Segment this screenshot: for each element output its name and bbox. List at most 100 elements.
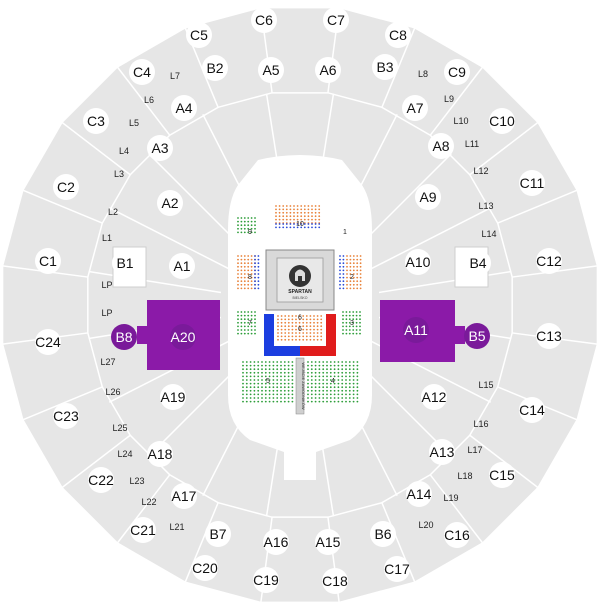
zone-10-seats bbox=[275, 205, 321, 224]
zone-5-seats bbox=[242, 361, 294, 403]
fighter-walkway bbox=[295, 357, 305, 415]
section-divider bbox=[469, 121, 539, 176]
section-c23-badge[interactable] bbox=[53, 403, 79, 429]
section-b2-badge[interactable] bbox=[202, 55, 228, 81]
section-c11-badge[interactable] bbox=[519, 170, 545, 196]
section-divider bbox=[116, 66, 171, 136]
inner-divider bbox=[370, 207, 492, 270]
zone-3-label: 3 bbox=[350, 320, 354, 327]
section-a5-badge[interactable] bbox=[258, 57, 284, 83]
section-c8-badge[interactable] bbox=[385, 22, 411, 48]
zone-6-seats bbox=[277, 315, 323, 341]
section-c2-badge[interactable] bbox=[53, 174, 79, 200]
section-a4-badge[interactable] bbox=[171, 95, 197, 121]
section-a1-badge[interactable] bbox=[169, 253, 195, 279]
section-c12-badge[interactable] bbox=[536, 248, 562, 274]
zone-8-label: 8 bbox=[248, 274, 252, 281]
section-a6-badge[interactable] bbox=[315, 57, 341, 83]
section-divider bbox=[429, 474, 484, 544]
zone-2-label: 2 bbox=[350, 274, 354, 281]
section-c4-badge[interactable] bbox=[129, 59, 155, 85]
section-a11-badge[interactable] bbox=[403, 317, 429, 343]
section-a8-badge[interactable] bbox=[428, 133, 454, 159]
section-c22-badge[interactable] bbox=[88, 467, 114, 493]
section-c18-badge[interactable] bbox=[322, 568, 348, 594]
section-a16-badge[interactable] bbox=[263, 529, 289, 555]
section-c13-badge[interactable] bbox=[536, 323, 562, 349]
ring-divider bbox=[87, 92, 513, 518]
inner-divider bbox=[378, 270, 512, 294]
section-b1-badge[interactable] bbox=[112, 250, 138, 276]
zone-6-label: 6 bbox=[298, 326, 302, 333]
section-a19-badge[interactable] bbox=[160, 384, 186, 410]
zone-9-label: 9 bbox=[248, 229, 252, 236]
inner-divider bbox=[356, 153, 452, 249]
section-c19-badge[interactable] bbox=[253, 567, 279, 593]
section-a2-badge[interactable] bbox=[157, 190, 183, 216]
zone-10-label: 10 bbox=[296, 221, 304, 228]
inner-divider bbox=[88, 270, 222, 294]
zone-3-seats bbox=[342, 311, 361, 335]
zone-4-label: 4 bbox=[331, 378, 335, 385]
section-divider bbox=[184, 502, 219, 583]
zone-2-front-seats bbox=[339, 255, 345, 290]
logo-subtext: BIELSKO bbox=[293, 296, 308, 300]
red-corner-right bbox=[326, 314, 336, 354]
section-b6-badge[interactable] bbox=[370, 521, 396, 547]
zone-6-label: 6 bbox=[298, 314, 302, 322]
section-a17-badge[interactable] bbox=[171, 483, 197, 509]
section-b8-badge[interactable] bbox=[111, 324, 137, 350]
zone-7-label: 7 bbox=[248, 320, 252, 327]
section-divider bbox=[469, 434, 539, 489]
inner-divider bbox=[108, 207, 230, 270]
section-b3-badge[interactable] bbox=[372, 54, 398, 80]
section-c10-badge[interactable] bbox=[489, 108, 515, 134]
section-c20-badge[interactable] bbox=[192, 555, 218, 581]
zone-10-front-seats bbox=[275, 223, 321, 229]
section-c9-badge[interactable] bbox=[444, 59, 470, 85]
section-c16-badge[interactable] bbox=[444, 522, 470, 548]
section-b5-badge[interactable] bbox=[464, 323, 490, 349]
section-a20-badge[interactable] bbox=[170, 324, 196, 350]
section-divider bbox=[497, 189, 578, 224]
section-divider bbox=[61, 121, 131, 176]
section-b4-badge[interactable] bbox=[465, 250, 491, 276]
section-divider bbox=[22, 189, 103, 224]
section-a12-badge[interactable] bbox=[421, 384, 447, 410]
section-a15-badge[interactable] bbox=[315, 529, 341, 555]
section-divider bbox=[61, 434, 131, 489]
section-c24-badge[interactable] bbox=[35, 329, 61, 355]
zone-4-seats bbox=[307, 361, 359, 403]
section-a9-badge[interactable] bbox=[415, 184, 441, 210]
section-c21-badge[interactable] bbox=[130, 517, 156, 543]
section-c15-badge[interactable] bbox=[489, 462, 515, 488]
section-c14-badge[interactable] bbox=[519, 397, 545, 423]
section-a18-badge[interactable] bbox=[147, 441, 173, 467]
arena-floor bbox=[228, 155, 372, 480]
inner-divider bbox=[148, 153, 244, 249]
section-c6-badge[interactable] bbox=[251, 7, 277, 33]
zone-5-label: 5 bbox=[266, 378, 270, 385]
inner-divider bbox=[148, 361, 244, 457]
section-c5-badge[interactable] bbox=[186, 22, 212, 48]
section-a10-badge[interactable] bbox=[405, 249, 431, 275]
section-c3-badge[interactable] bbox=[83, 108, 109, 134]
section-c1-badge[interactable] bbox=[35, 248, 61, 274]
section-divider bbox=[429, 66, 484, 136]
section-a7-badge[interactable] bbox=[402, 95, 428, 121]
section-b7-badge[interactable] bbox=[205, 521, 231, 547]
section-a3-badge[interactable] bbox=[147, 135, 173, 161]
walkway-label: WEJŚCIE ZAWODNIKÓW bbox=[301, 362, 306, 409]
logo-text: SPARTAN bbox=[288, 289, 312, 295]
section-a13-badge[interactable] bbox=[429, 439, 455, 465]
section-a14-badge[interactable] bbox=[406, 481, 432, 507]
zone-7-seats bbox=[237, 311, 256, 335]
red-corner-bottom bbox=[300, 346, 336, 356]
zone-9-seats bbox=[237, 217, 256, 234]
blue-corner-bottom bbox=[264, 346, 300, 356]
blue-corner-left bbox=[264, 314, 274, 354]
section-c17-badge[interactable] bbox=[384, 556, 410, 582]
section-c7-badge[interactable] bbox=[323, 7, 349, 33]
zone-8-front-seats bbox=[254, 255, 260, 290]
